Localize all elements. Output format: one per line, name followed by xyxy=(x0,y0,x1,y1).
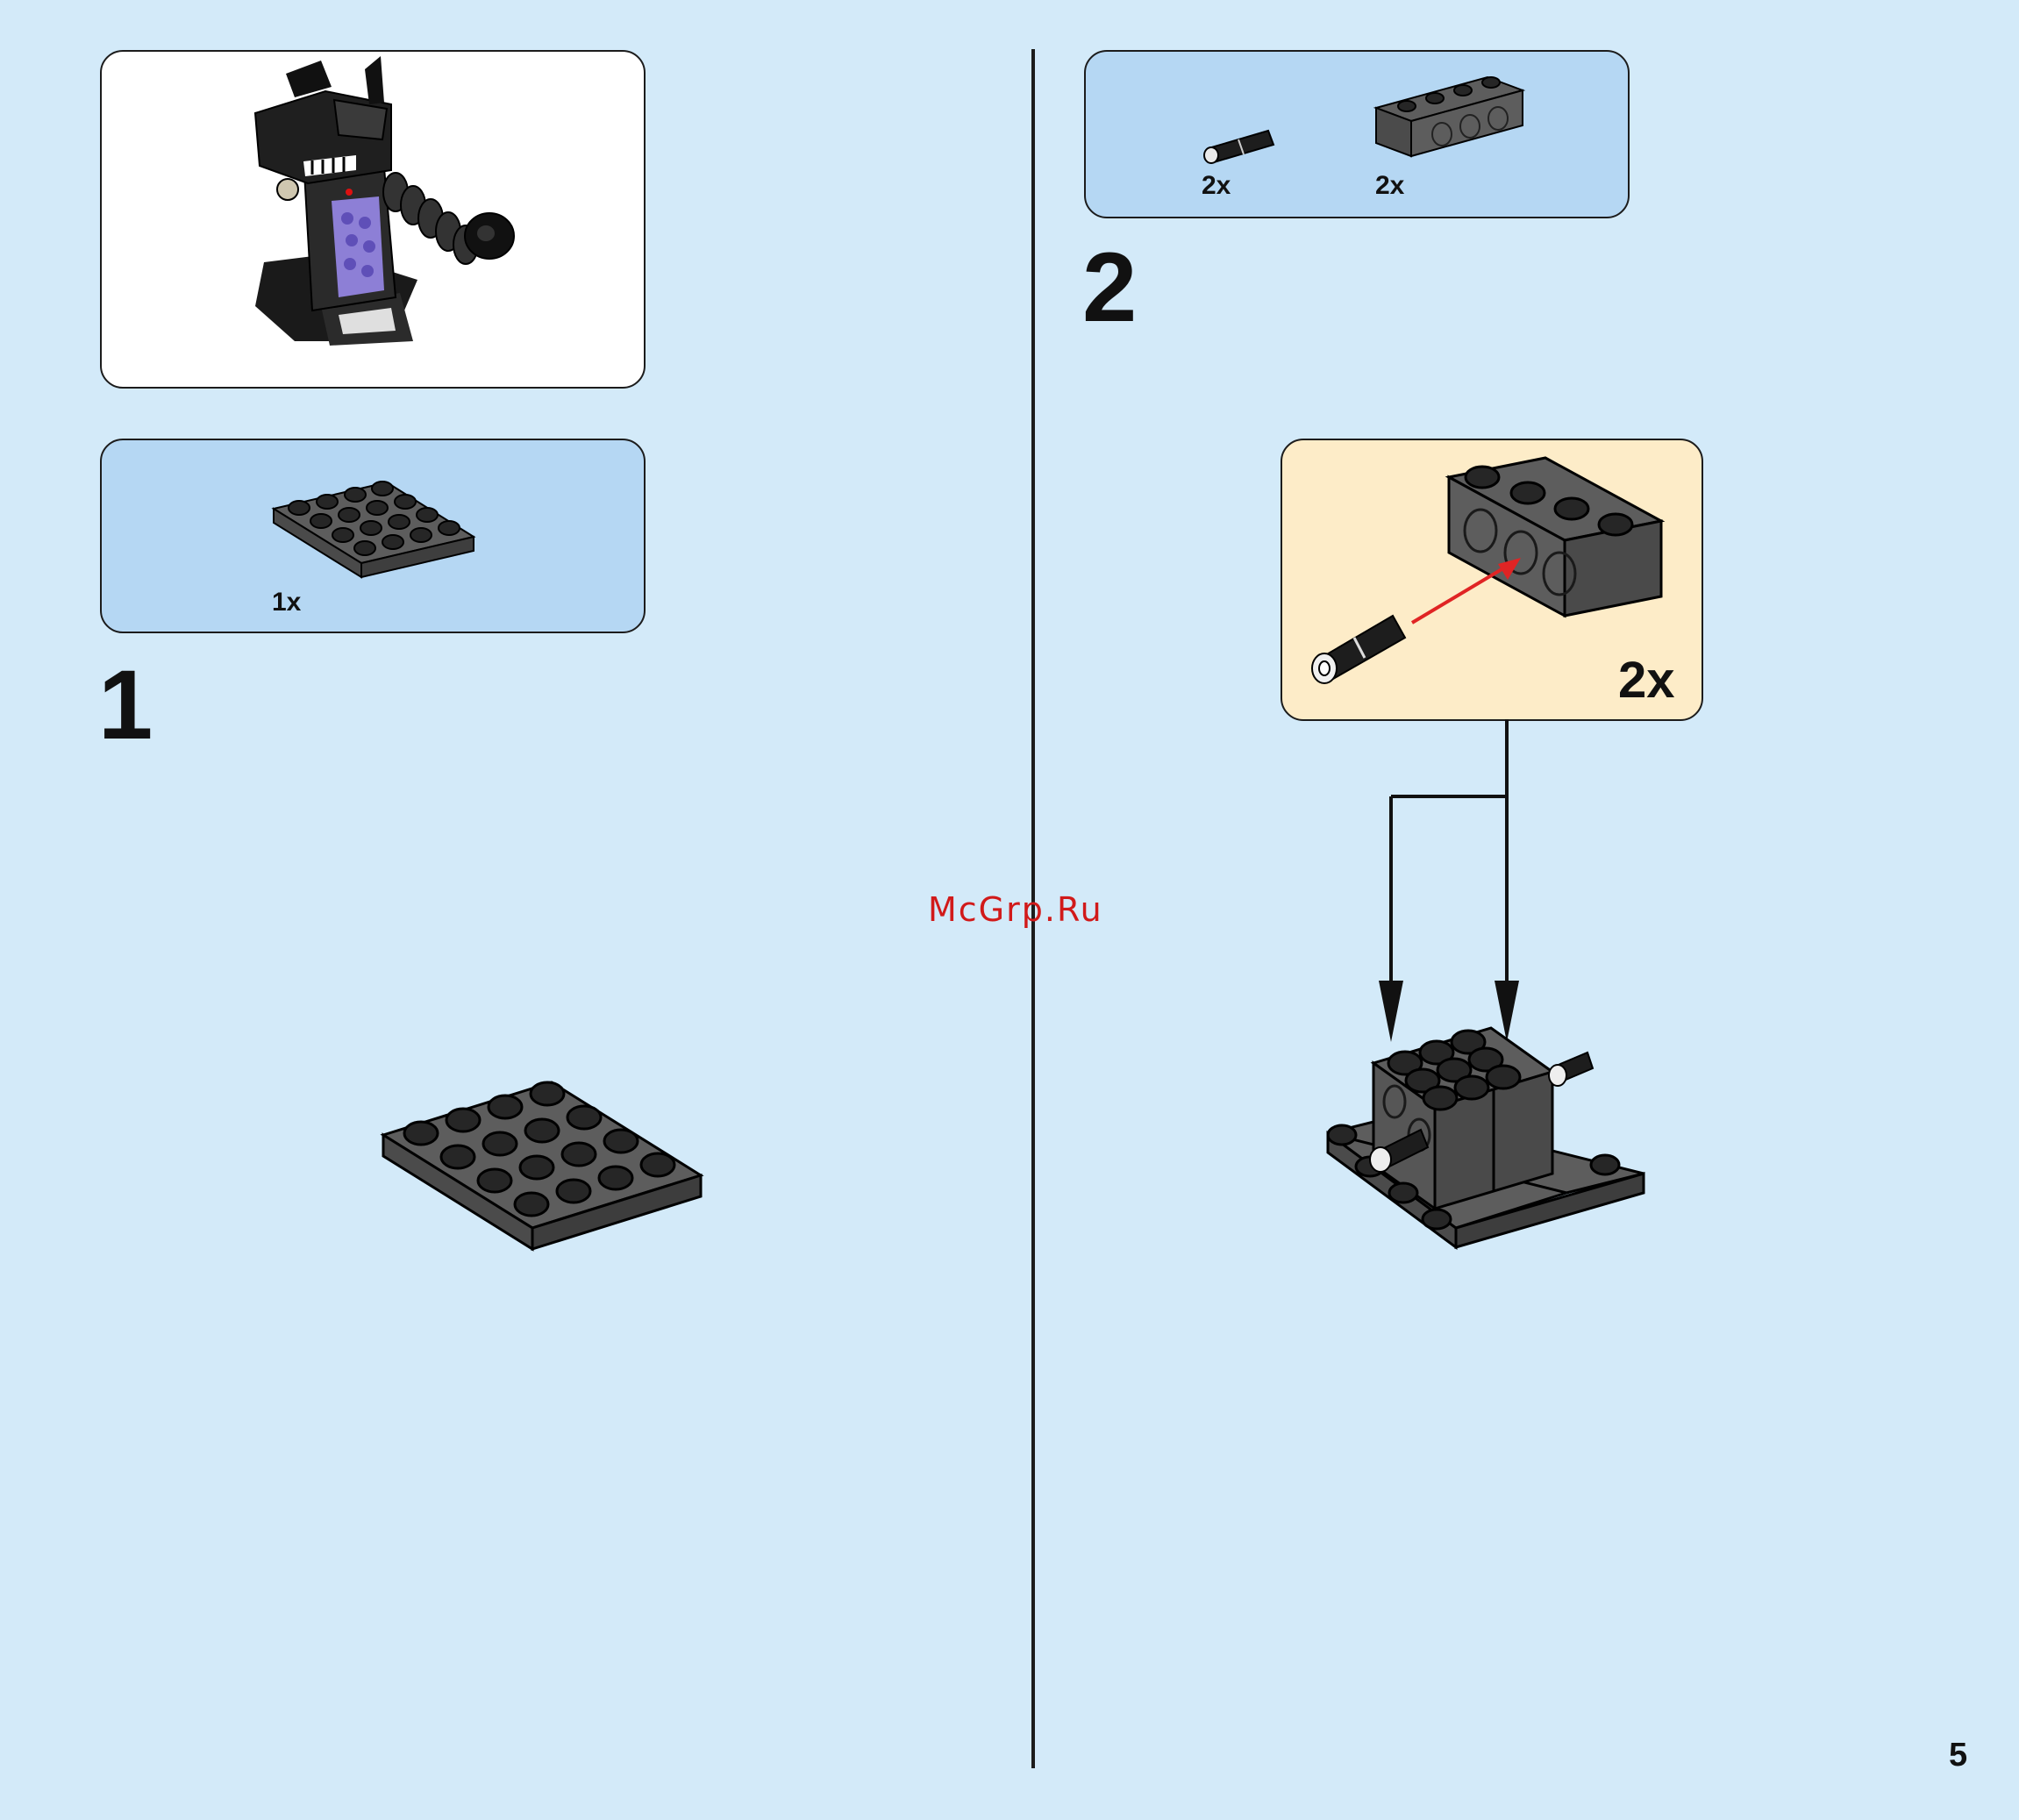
step2-result-assembly xyxy=(1324,1017,1649,1272)
step1-result-plate xyxy=(379,1054,703,1265)
plate-4x4-part-icon xyxy=(102,440,646,633)
part-quantity: 2x xyxy=(1202,171,1231,201)
model-preview-box xyxy=(100,50,646,389)
connector-peg-part-icon xyxy=(1200,122,1288,175)
step1-parts-box: 1x xyxy=(100,439,646,633)
step2-parts-box: 2x 2x xyxy=(1084,50,1630,218)
callout-quantity: 2x xyxy=(1618,651,1675,710)
subassembly-arrows xyxy=(1368,719,1544,1053)
step-number-2: 2 xyxy=(1082,239,1137,337)
part-quantity: 1x xyxy=(272,588,301,617)
page-number: 5 xyxy=(1949,1737,1967,1774)
part-quantity: 2x xyxy=(1375,171,1404,201)
watermark-text: McGrp.Ru xyxy=(928,890,1103,929)
model-preview-illustration xyxy=(102,52,646,389)
step-number-1: 1 xyxy=(98,656,153,754)
subassembly-callout: 2x xyxy=(1281,439,1703,721)
technic-brick-part-icon xyxy=(1372,64,1530,161)
